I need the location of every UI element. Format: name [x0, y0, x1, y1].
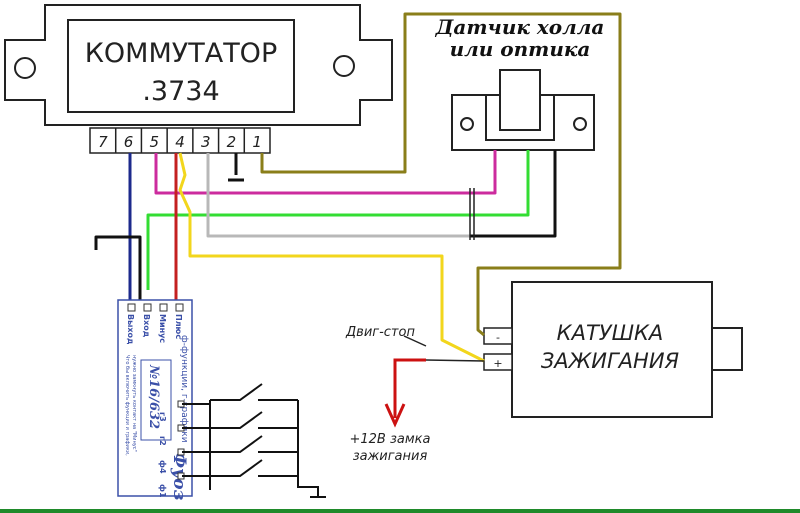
coil-terminal-top [483, 327, 513, 345]
coil-title-line1: КАТУШКА [557, 321, 664, 345]
wires [94, 12, 622, 363]
wire-green [146, 150, 530, 290]
sensor-title-line2: или оптика [450, 37, 591, 61]
commutator-label-box [67, 19, 295, 113]
pin-label-6: 6 [124, 133, 134, 151]
module-caption-3: нужно замкнуть контакт на "Минус" [131, 355, 137, 452]
coil-title-line2: ЗАЖИГАНИЯ [541, 349, 680, 373]
pin-label-4: 4 [175, 133, 185, 151]
switch-bank [182, 383, 326, 498]
coil-output [711, 327, 743, 371]
pin-label-2: 2 [227, 133, 237, 151]
ignition-label-line2: зажигания [353, 449, 428, 464]
ignition-coil: - + КАТУШКА ЗАЖИГАНИЯ [483, 281, 743, 418]
pin-label-7: 7 [98, 133, 108, 151]
module-pin-3 [143, 303, 152, 312]
module-pin-label-1: Плюс [174, 314, 183, 339]
switch-label-г3: г3 [158, 412, 167, 422]
switch-2 [182, 411, 298, 429]
pin-label-3: 3 [201, 133, 211, 151]
wire-black-ground [94, 235, 142, 300]
ignition-arrow-head [384, 403, 406, 428]
ignition-label-line1: +12В замка [350, 432, 431, 447]
module-pin-2 [159, 303, 168, 312]
switch-label-ф4: ф4 [158, 460, 167, 474]
coil-terminal-top-label: - [496, 331, 500, 344]
wire-black-sensor [470, 150, 557, 238]
commutator-title: КОММУТАТОР [85, 38, 277, 69]
shield-bar [469, 188, 475, 240]
module-pins: Плюс Минус Вход Выход [126, 303, 184, 345]
coil-terminal-bottom [483, 353, 513, 371]
engine-stop: Двиг-стоп +12В замка зажигания [345, 325, 485, 464]
wire-gray [206, 153, 470, 238]
module-model-box [140, 359, 172, 441]
mount-hole-right [333, 55, 355, 77]
module-caption-1: ф-функции, г-графики [179, 335, 189, 443]
sensor-hole-right [573, 117, 587, 131]
wire-yellow [178, 152, 485, 363]
stop-switch [403, 335, 485, 362]
sensor-top [499, 69, 541, 131]
module-pin-label-4: Выход [126, 314, 135, 345]
module-pin-label-3: Вход [142, 314, 151, 338]
module-pin-1 [175, 303, 184, 312]
stop-label: Двиг-стоп [345, 325, 415, 340]
coil-terminal-bottom-label: + [493, 357, 502, 370]
page-border [0, 509, 800, 513]
sensor-title-line1: Датчик холла [435, 15, 605, 39]
wire-olive [260, 12, 622, 337]
switch-bus-right [297, 400, 326, 498]
sensor-hole-left [460, 117, 474, 131]
ignition-feed-arrow [393, 358, 426, 418]
module-model: №16/632 [146, 364, 161, 429]
wire-ground-2 [228, 153, 244, 182]
mount-hole-left [14, 57, 36, 79]
pin-label-1: 1 [252, 133, 262, 151]
pin-label-5: 5 [150, 133, 160, 151]
module-pin-label-2: Минус [158, 314, 167, 343]
module-caption-2: Что бы включить функции и графики, [124, 355, 130, 456]
commutator-model: .3734 [142, 76, 219, 107]
switch-1 [210, 383, 298, 401]
wire-magenta [154, 150, 497, 195]
coil-body [511, 281, 713, 418]
module-pin-4 [127, 303, 136, 312]
hall-sensor: Датчик холла или оптика [435, 15, 605, 151]
switch-3 [182, 435, 298, 453]
switch-label-г2: г2 [158, 436, 167, 446]
switch-4 [182, 459, 298, 477]
switch-label-ф1: ф1 [158, 484, 167, 498]
